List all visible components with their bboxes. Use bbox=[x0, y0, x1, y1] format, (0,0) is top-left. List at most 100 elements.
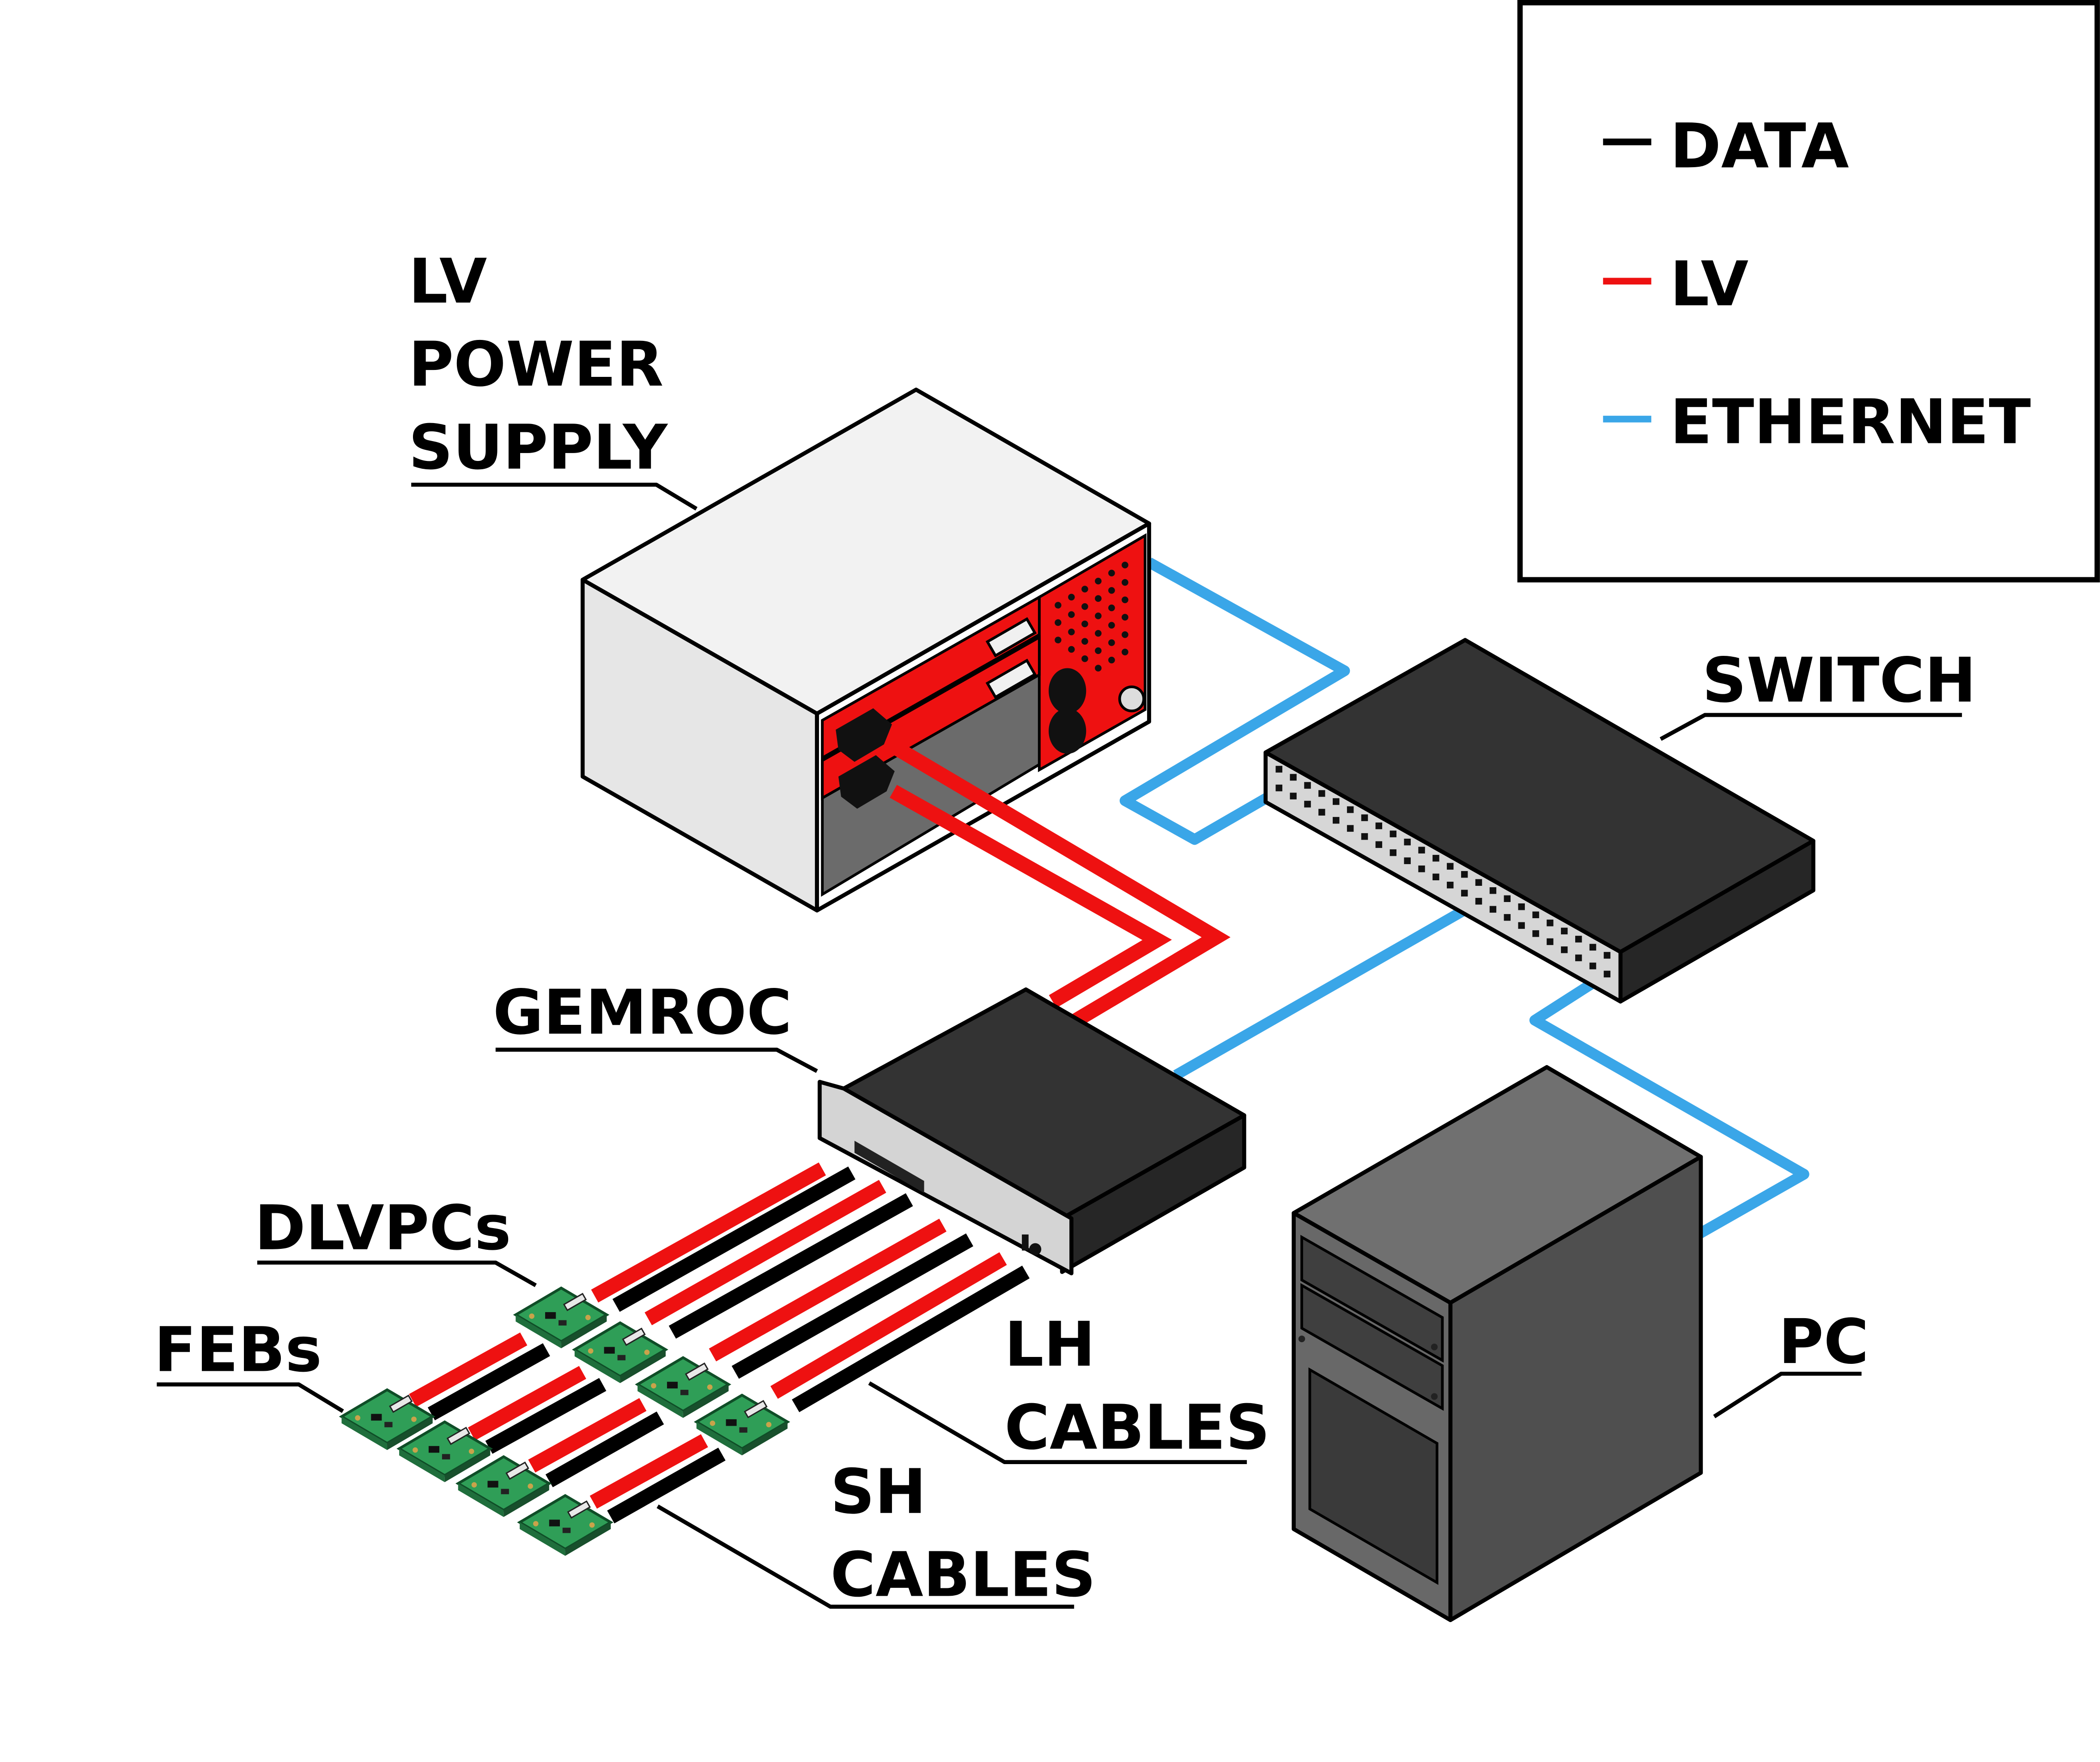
pcb-pad bbox=[588, 1348, 594, 1354]
lv-cables bbox=[884, 737, 1231, 1028]
lh-cable-data-2 bbox=[668, 1193, 913, 1339]
sh-cable-data-3 bbox=[545, 1411, 664, 1488]
label-sh-cables-line-2: CABLES bbox=[831, 1539, 1096, 1611]
label-lh-cables-line-1: LH bbox=[1004, 1309, 1095, 1381]
pcb-chip bbox=[545, 1312, 556, 1319]
pcb-edge bbox=[458, 1483, 504, 1517]
psu-vent-grille bbox=[1055, 562, 1129, 672]
label-febs: FEBs bbox=[154, 1314, 322, 1386]
dlvpc-board bbox=[635, 1356, 731, 1418]
leader-febs bbox=[157, 1382, 344, 1413]
pcb-connector bbox=[389, 1394, 413, 1413]
sh-cable-data-1 bbox=[427, 1343, 550, 1421]
switch-port bbox=[1461, 871, 1468, 878]
pcb-edge bbox=[387, 1417, 433, 1450]
pcb-pad bbox=[585, 1314, 591, 1320]
pcb-pad bbox=[710, 1420, 716, 1426]
pcb-edge bbox=[504, 1483, 549, 1517]
feb-board bbox=[396, 1420, 493, 1483]
label-lv-power-supply-line-2: POWER bbox=[408, 329, 663, 400]
pcb-pad bbox=[589, 1522, 595, 1528]
pcb-edge bbox=[399, 1448, 445, 1483]
gemroc bbox=[818, 987, 1246, 1276]
pcb-pad bbox=[411, 1417, 417, 1422]
feb-board bbox=[455, 1455, 552, 1517]
switch-port bbox=[1575, 954, 1582, 962]
leader-switch bbox=[1659, 713, 1962, 741]
switch-port bbox=[1547, 938, 1554, 945]
pcb-connector bbox=[622, 1327, 646, 1346]
switch-port bbox=[1589, 963, 1596, 969]
switch-port bbox=[1489, 887, 1497, 894]
pc-drive-led-1 bbox=[1431, 1344, 1438, 1350]
lv-cable-2 bbox=[889, 785, 1172, 1008]
ethernet-gemroc-switch bbox=[1173, 900, 1476, 1080]
legend-label-lv: LV bbox=[1670, 248, 1748, 320]
pcb-chip bbox=[501, 1489, 509, 1495]
pcb-chip bbox=[667, 1381, 678, 1389]
pcb-edge bbox=[444, 1448, 491, 1483]
leader-pc bbox=[1713, 1371, 1862, 1418]
switch-port bbox=[1332, 798, 1340, 805]
gemroc-label: GEMROC bbox=[493, 977, 818, 1073]
febs-label: FEBs bbox=[154, 1314, 344, 1413]
pc-drive-led-2 bbox=[1431, 1393, 1438, 1400]
sh-cable-lv-4 bbox=[589, 1434, 708, 1509]
switch-port bbox=[1603, 952, 1611, 959]
switch-port bbox=[1361, 814, 1368, 821]
pcb-chip bbox=[739, 1427, 747, 1433]
leader-lh-cables bbox=[868, 1381, 1247, 1464]
switch-port bbox=[1447, 863, 1454, 870]
pcb-chip bbox=[487, 1481, 498, 1488]
label-gemroc: GEMROC bbox=[493, 977, 792, 1048]
lh-cable-lv-1 bbox=[591, 1162, 826, 1303]
switch-port bbox=[1275, 784, 1282, 792]
pcb-edge bbox=[516, 1314, 561, 1349]
switch-port bbox=[1304, 782, 1311, 789]
switch-port bbox=[1532, 911, 1539, 919]
legend-label-data: DATA bbox=[1670, 110, 1849, 182]
switch-port bbox=[1304, 800, 1311, 808]
lh-cables bbox=[591, 1162, 1030, 1412]
pcb-connector bbox=[744, 1400, 768, 1418]
pcb-pad bbox=[528, 1483, 534, 1489]
gemroc-front-plate bbox=[818, 1079, 1074, 1276]
label-lh-cables-line-2: CABLES bbox=[1004, 1392, 1270, 1464]
switch-front bbox=[1263, 750, 1623, 1004]
pcb-chip bbox=[384, 1422, 393, 1428]
pcb bbox=[513, 1286, 610, 1344]
sh-cable-lv-3 bbox=[528, 1398, 647, 1473]
leader-dlvpcs bbox=[257, 1260, 537, 1287]
psu-power-button bbox=[1118, 685, 1145, 713]
dlvpc-board bbox=[513, 1286, 610, 1349]
switch-port bbox=[1318, 790, 1325, 797]
lh-cable-data-4 bbox=[792, 1265, 1030, 1412]
switch-port bbox=[1390, 849, 1397, 856]
switch-port bbox=[1418, 865, 1425, 872]
switch-port bbox=[1504, 914, 1511, 921]
label-pc: PC bbox=[1778, 1306, 1869, 1378]
pcb-pad bbox=[533, 1521, 539, 1526]
pcb-connector bbox=[446, 1427, 471, 1445]
switch-port bbox=[1489, 906, 1497, 913]
label-sh-cables-line-1: SH bbox=[831, 1456, 927, 1528]
sh-cable-lv-2 bbox=[467, 1366, 587, 1441]
switch-port bbox=[1547, 920, 1554, 926]
legend-label-ethernet: ETHERNET bbox=[1670, 387, 2031, 458]
pcb bbox=[693, 1393, 790, 1451]
switch-port bbox=[1318, 809, 1325, 816]
pcb-pad bbox=[651, 1383, 656, 1389]
lv-power-supply bbox=[580, 388, 1151, 913]
switch-port bbox=[1475, 898, 1482, 905]
pcb-edge bbox=[683, 1384, 729, 1418]
lh-cable-lv-4 bbox=[770, 1252, 1007, 1399]
pc-drive-bay-2 bbox=[1300, 1283, 1444, 1411]
switch-port bbox=[1432, 854, 1439, 862]
pcb-chip bbox=[428, 1446, 440, 1453]
psu-lv-plug-2 bbox=[838, 755, 895, 809]
psu-connector-db-2 bbox=[985, 659, 1037, 699]
psu-lv-plug-1 bbox=[836, 708, 892, 762]
pc-label: PC bbox=[1713, 1306, 1869, 1418]
switch-port bbox=[1290, 793, 1297, 799]
